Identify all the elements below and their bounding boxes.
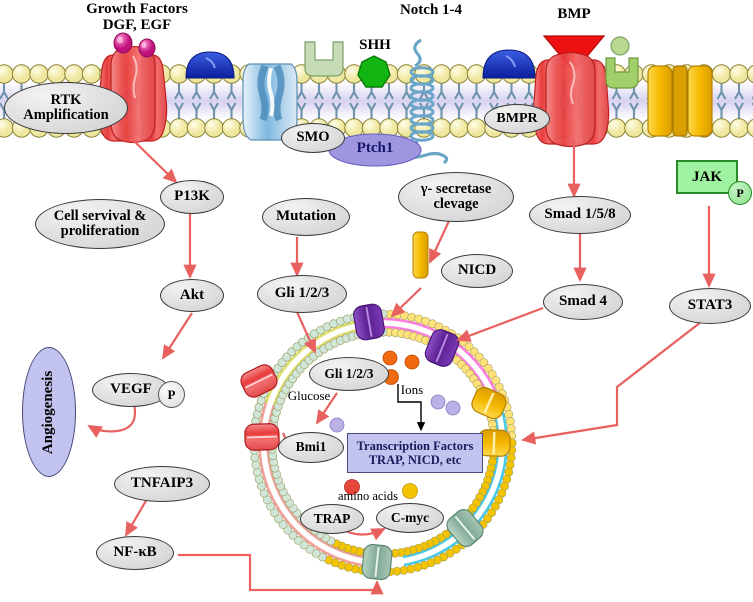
trap-node: TRAP bbox=[300, 504, 364, 534]
pi3k-node: P13K bbox=[160, 180, 224, 214]
gamma-secretase-node: γ- secretase clevage bbox=[398, 172, 514, 222]
nfkb-node: NF-κB bbox=[96, 536, 174, 570]
vegf-node: VEGF bbox=[92, 373, 170, 407]
akt-node: Akt bbox=[160, 279, 224, 312]
cmyc-node: C-myc bbox=[376, 503, 444, 533]
nuclear-transporters bbox=[240, 303, 511, 581]
cell-survival-node: Cell servival & proliferation bbox=[35, 199, 165, 249]
glucose-label: Glucose bbox=[287, 388, 331, 403]
smo-node: SMO bbox=[281, 123, 345, 153]
shh-ligand bbox=[357, 55, 391, 88]
cytokine-receptor bbox=[605, 36, 639, 89]
ptch1-label: Ptch1 bbox=[356, 140, 394, 156]
notch-label: Notch 1-4 bbox=[399, 2, 463, 18]
bmpr-node: BMPR bbox=[484, 104, 550, 134]
blue-receptor-1 bbox=[185, 51, 235, 79]
yellow-channel bbox=[647, 65, 713, 137]
nicd-bar bbox=[412, 231, 429, 279]
amino-acids-label: amino acids bbox=[337, 489, 399, 503]
ions-label: Ions bbox=[400, 382, 424, 397]
ions-arrow bbox=[397, 384, 426, 432]
gli-nucleus-node: Gli 1/2/3 bbox=[309, 357, 389, 391]
vegf-phospho-badge: P bbox=[158, 381, 185, 408]
bmi1-node: Bmi1 bbox=[278, 432, 344, 463]
mutation-node: Mutation bbox=[262, 198, 350, 236]
stat3-node: STAT3 bbox=[669, 288, 751, 324]
tnfaip3-node: TNFAIP3 bbox=[114, 466, 210, 502]
shh-label: SHH bbox=[359, 37, 391, 53]
rtk-amplification-node: RTK Amplification bbox=[4, 82, 128, 134]
transcription-factors-box: Transcription Factors TRAP, NICD, etc bbox=[347, 433, 483, 473]
nicd-node: NICD bbox=[441, 254, 513, 288]
pathway-arrows bbox=[87, 139, 716, 595]
bmpr-receptor bbox=[482, 49, 536, 79]
bmp-receptor bbox=[532, 51, 610, 148]
jak-node: JAK bbox=[676, 160, 738, 194]
growth-factors-label: Growth Factors DGF, EGF bbox=[86, 1, 188, 33]
pale-green-receptor bbox=[304, 41, 344, 77]
bmp-label: BMP bbox=[557, 6, 591, 22]
smad4-node: Smad 4 bbox=[543, 284, 623, 320]
jak-phospho-badge: P bbox=[728, 181, 752, 205]
smad158-node: Smad 1/5/8 bbox=[529, 196, 631, 234]
gli-cytoplasm-node: Gli 1/2/3 bbox=[257, 275, 347, 313]
nucleus-molecules bbox=[329, 350, 461, 499]
angiogenesis-node: Angiogenesis bbox=[22, 347, 76, 477]
